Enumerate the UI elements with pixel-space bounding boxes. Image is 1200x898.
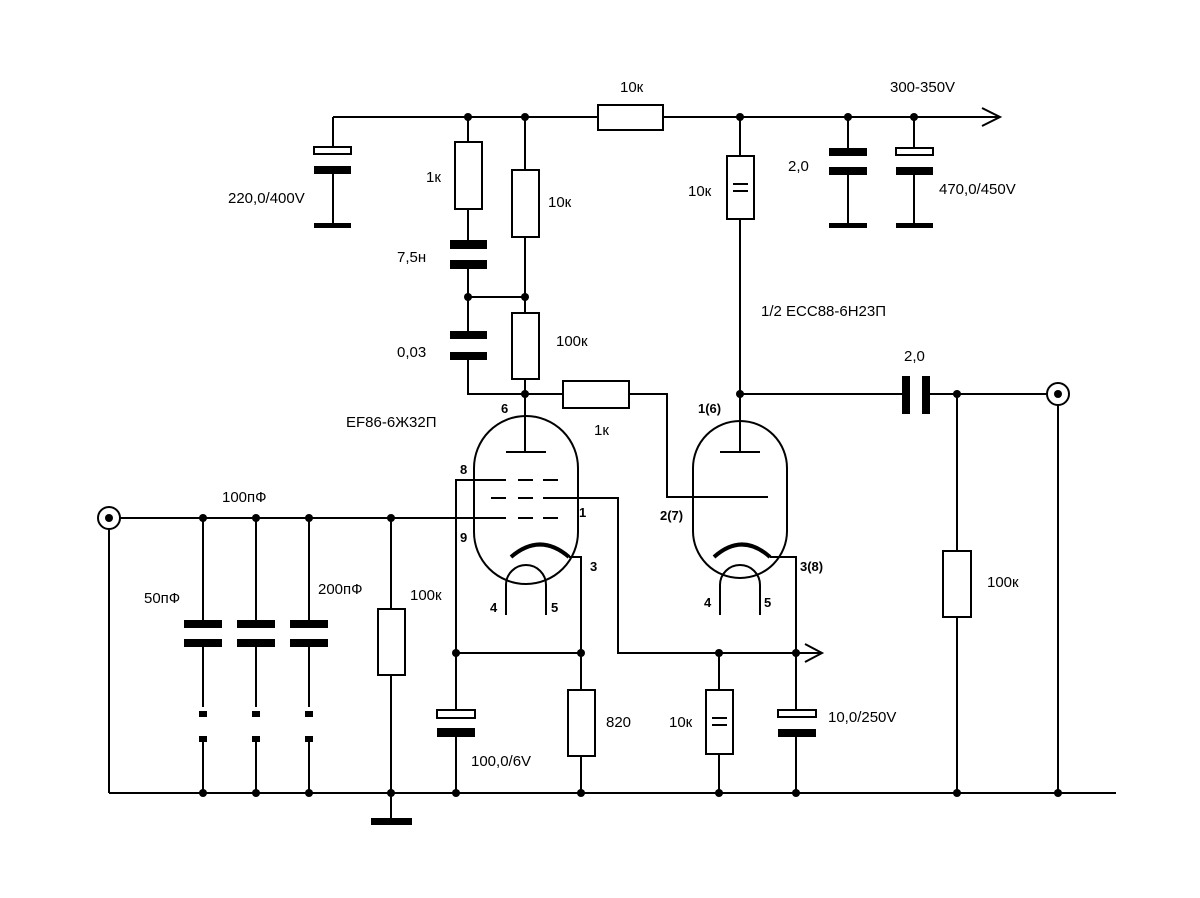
output-jack: [1046, 382, 1070, 793]
ef86-pin-9: 9: [460, 530, 467, 545]
label-tube-ecc88: 1/2 ECC88-6Н23П: [761, 303, 886, 320]
resistor-10k-ecc-load: [726, 117, 755, 452]
ecc88-pin-1: 1(6): [698, 401, 721, 416]
label-resistor-1k-grid: 1к: [594, 422, 609, 439]
arrow-screen-bus: [804, 643, 825, 663]
resistor-820: [567, 689, 596, 793]
tube-ecc88: [692, 420, 788, 615]
resistor-10k-supply: [597, 104, 664, 131]
ecc88-pin-3: 3(8): [800, 559, 823, 574]
wire-ecc88-cathode: [770, 556, 797, 710]
junction-dots: [199, 113, 1062, 797]
capacitor-2uf-output: [740, 376, 1047, 414]
label-resistor-10k-cathode: 10к: [669, 714, 693, 731]
capacitor-0-03: [450, 297, 525, 395]
ecc88-pin-5: 5: [764, 595, 771, 610]
resistor-100k-input: [377, 518, 406, 818]
capacitor-220uf-400v: [313, 117, 352, 228]
label-capacitor-200pf: 200пФ: [318, 581, 363, 598]
input-jack: [97, 506, 121, 530]
label-resistor-820: 820: [606, 714, 631, 731]
label-capacitor-7n5: 7,5н: [397, 249, 426, 266]
label-capacitor-100pf: 100пФ: [222, 489, 267, 506]
ef86-pin-4: 4: [490, 600, 498, 615]
resistor-100k-output: [942, 394, 972, 793]
wire-screen-bus: [558, 497, 822, 654]
capacitor-470uf-450v: [895, 117, 934, 228]
resistor-1k-top: [454, 117, 483, 240]
label-resistor-10k-supply: 10к: [620, 79, 644, 96]
ef86-pin-6: 6: [501, 401, 508, 416]
capacitor-100uf-6v: [436, 653, 476, 793]
capacitor-200pf: [290, 518, 328, 793]
ef86-pin-1: 1: [579, 505, 586, 520]
label-capacitor-2uf-output: 2,0: [904, 348, 925, 365]
label-capacitor-2uf-supply: 2,0: [788, 158, 809, 175]
resistor-100k-ef86: [511, 312, 540, 452]
ef86-pin-5: 5: [551, 600, 558, 615]
capacitor-50pf: [184, 518, 222, 793]
label-capacitor-0-03: 0,03: [397, 344, 426, 361]
supply-rail: [333, 107, 1003, 127]
label-tube-ef86: EF86-6Ж32П: [346, 414, 437, 431]
ef86-pin-3: 3: [590, 559, 597, 574]
label-resistor-100k-ef86: 100к: [556, 333, 588, 350]
capacitor-10uf-250v: [777, 709, 817, 793]
label-supply-voltage: 300-350V: [890, 79, 955, 96]
label-capacitor-10uf: 10,0/250V: [828, 709, 896, 726]
capacitor-7n5: [450, 240, 487, 297]
capacitor-2uf-supply: [829, 117, 867, 228]
ecc88-pin-2: 2(7): [660, 508, 683, 523]
label-resistor-100k-input: 100к: [410, 587, 442, 604]
wire-ef86-cathode: [569, 556, 582, 690]
resistor-10k-cathode: [705, 653, 734, 793]
ground-icon: [371, 818, 412, 825]
ecc88-pin-4: 4: [704, 595, 712, 610]
label-resistor-10k-ecc: 10к: [688, 183, 712, 200]
label-capacitor-100uf: 100,0/6V: [471, 753, 531, 770]
label-resistor-100k-output: 100к: [987, 574, 1019, 591]
label-resistor-1k-top: 1к: [426, 169, 441, 186]
capacitor-100pf: [237, 518, 275, 793]
resistor-10k-ef86-load: [511, 117, 540, 313]
tube-ef86: [473, 415, 579, 615]
label-capacitor-50pf: 50пФ: [144, 590, 180, 607]
resistor-1k-grid: [525, 380, 768, 498]
ef86-pin-8: 8: [460, 462, 467, 477]
label-capacitor-470uf: 470,0/450V: [939, 181, 1016, 198]
label-resistor-10k-ef86: 10к: [548, 194, 572, 211]
wire-g3-cathode: [455, 479, 581, 654]
label-capacitor-220uf: 220,0/400V: [228, 190, 305, 207]
